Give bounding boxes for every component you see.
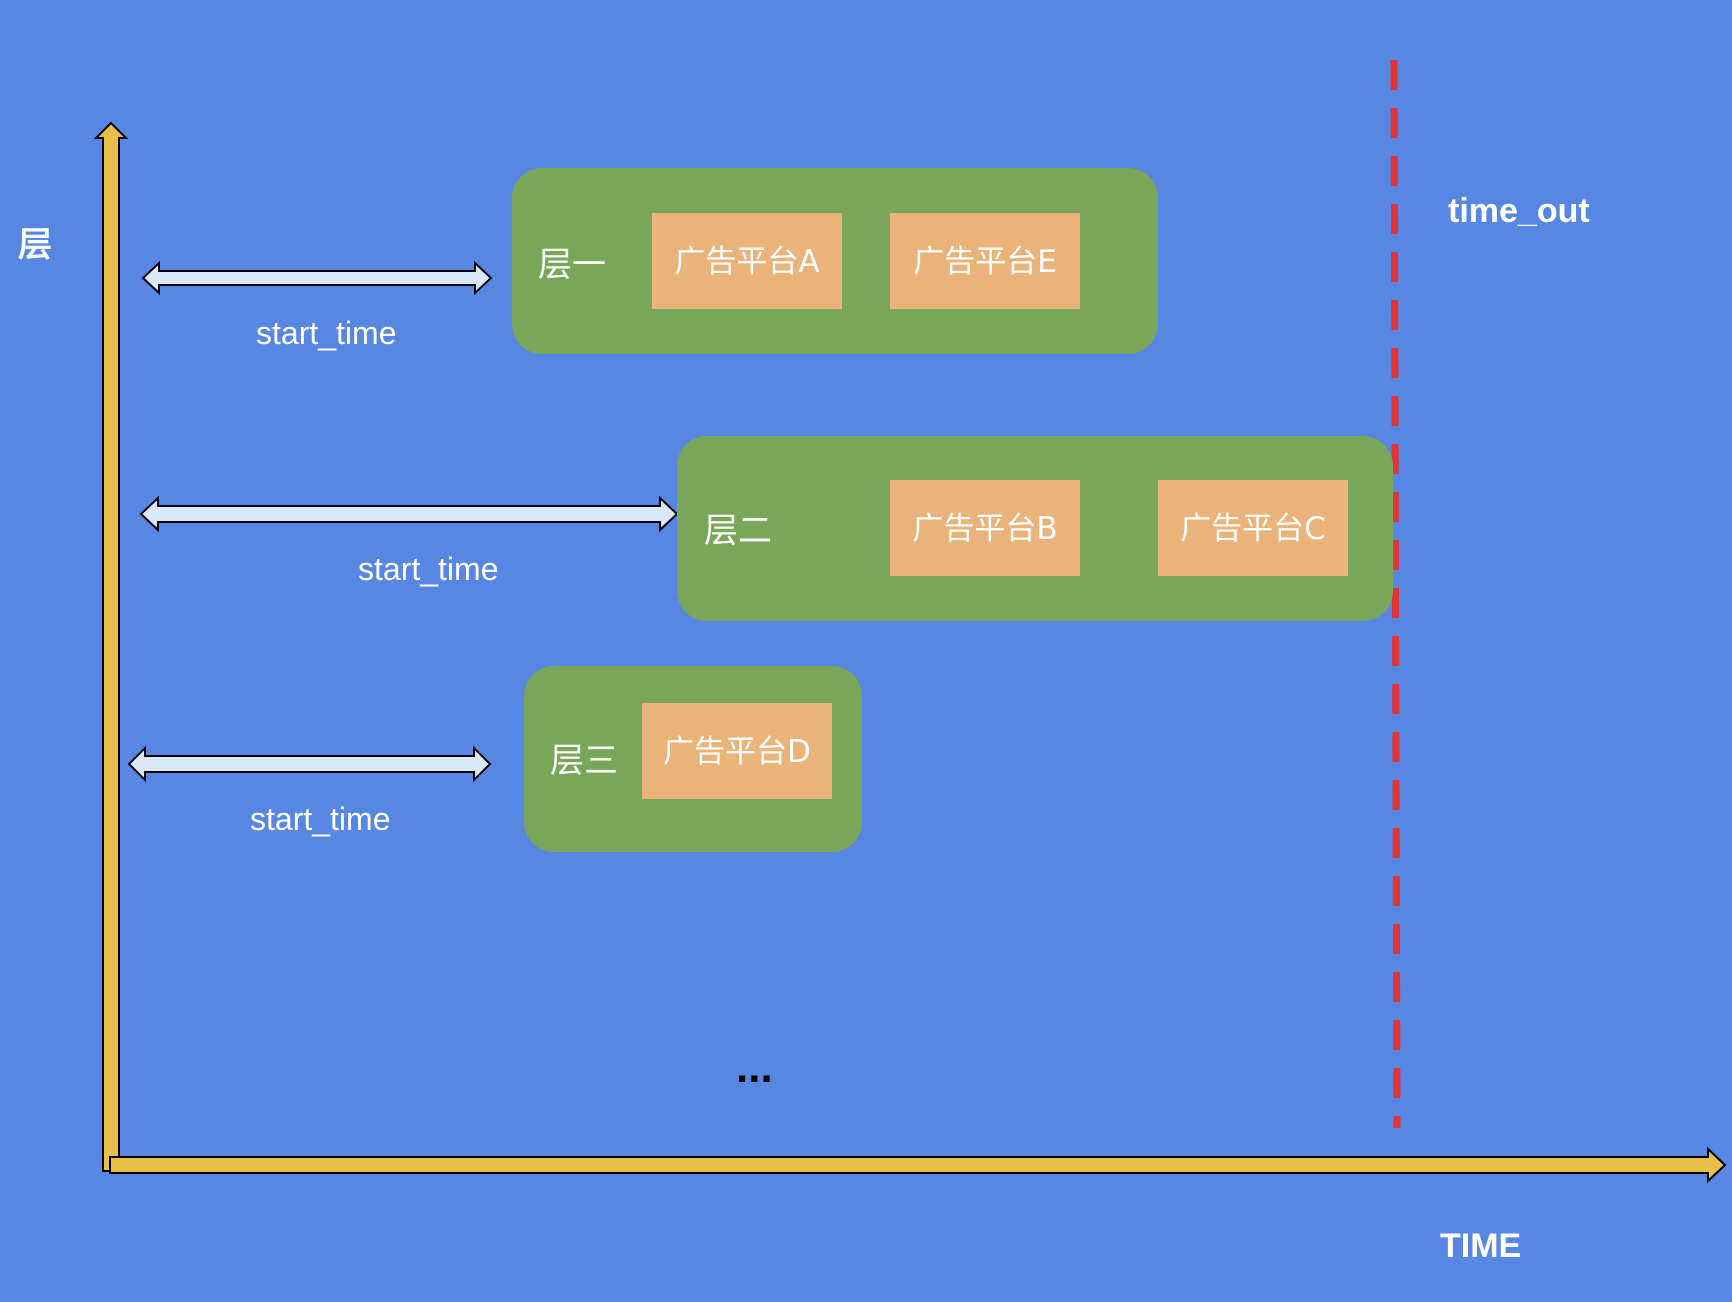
x-axis-label: TIME — [1440, 1227, 1521, 1265]
y-axis-label: 层 — [18, 225, 52, 265]
platform-label-c: 广告平台C — [1180, 511, 1326, 547]
platform-label-d: 广告平台D — [663, 734, 811, 770]
layer-1-name: 层一 — [538, 245, 606, 285]
timeout-line — [1390, 59, 1401, 1129]
layer-1-group: start_time 层一 广告平台A 广告平台E — [141, 168, 1158, 354]
layer-3-start-time-label: start_time — [250, 801, 390, 837]
layer-2-name: 层二 — [704, 511, 772, 551]
platform-label-e: 广告平台E — [913, 244, 1057, 280]
layer-2-start-time-label: start_time — [358, 551, 498, 587]
layer-1-start-time-arrow — [141, 260, 493, 296]
layer-3-start-time-arrow — [127, 745, 492, 783]
layer-3-name: 层三 — [550, 741, 618, 781]
timeout-label: time_out — [1448, 192, 1590, 230]
platform-box-a — [652, 213, 842, 309]
platform-box-b — [890, 480, 1080, 576]
layer-3-group: start_time 层三 广告平台D — [127, 666, 862, 852]
layer-2-group: start_time 层二 广告平台B 广告平台C — [139, 436, 1393, 621]
y-axis-arrow — [93, 121, 129, 1172]
platform-label-b: 广告平台B — [912, 511, 1057, 547]
ellipsis-more-layers: ... — [736, 1043, 773, 1092]
layer-2-start-time-arrow — [139, 495, 679, 533]
platform-box-d — [642, 703, 832, 799]
x-axis-arrow — [109, 1146, 1727, 1184]
platform-box-e — [890, 213, 1080, 309]
layer-1-start-time-label: start_time — [256, 315, 396, 351]
platform-label-a: 广告平台A — [674, 244, 819, 280]
platform-box-c — [1158, 480, 1348, 576]
